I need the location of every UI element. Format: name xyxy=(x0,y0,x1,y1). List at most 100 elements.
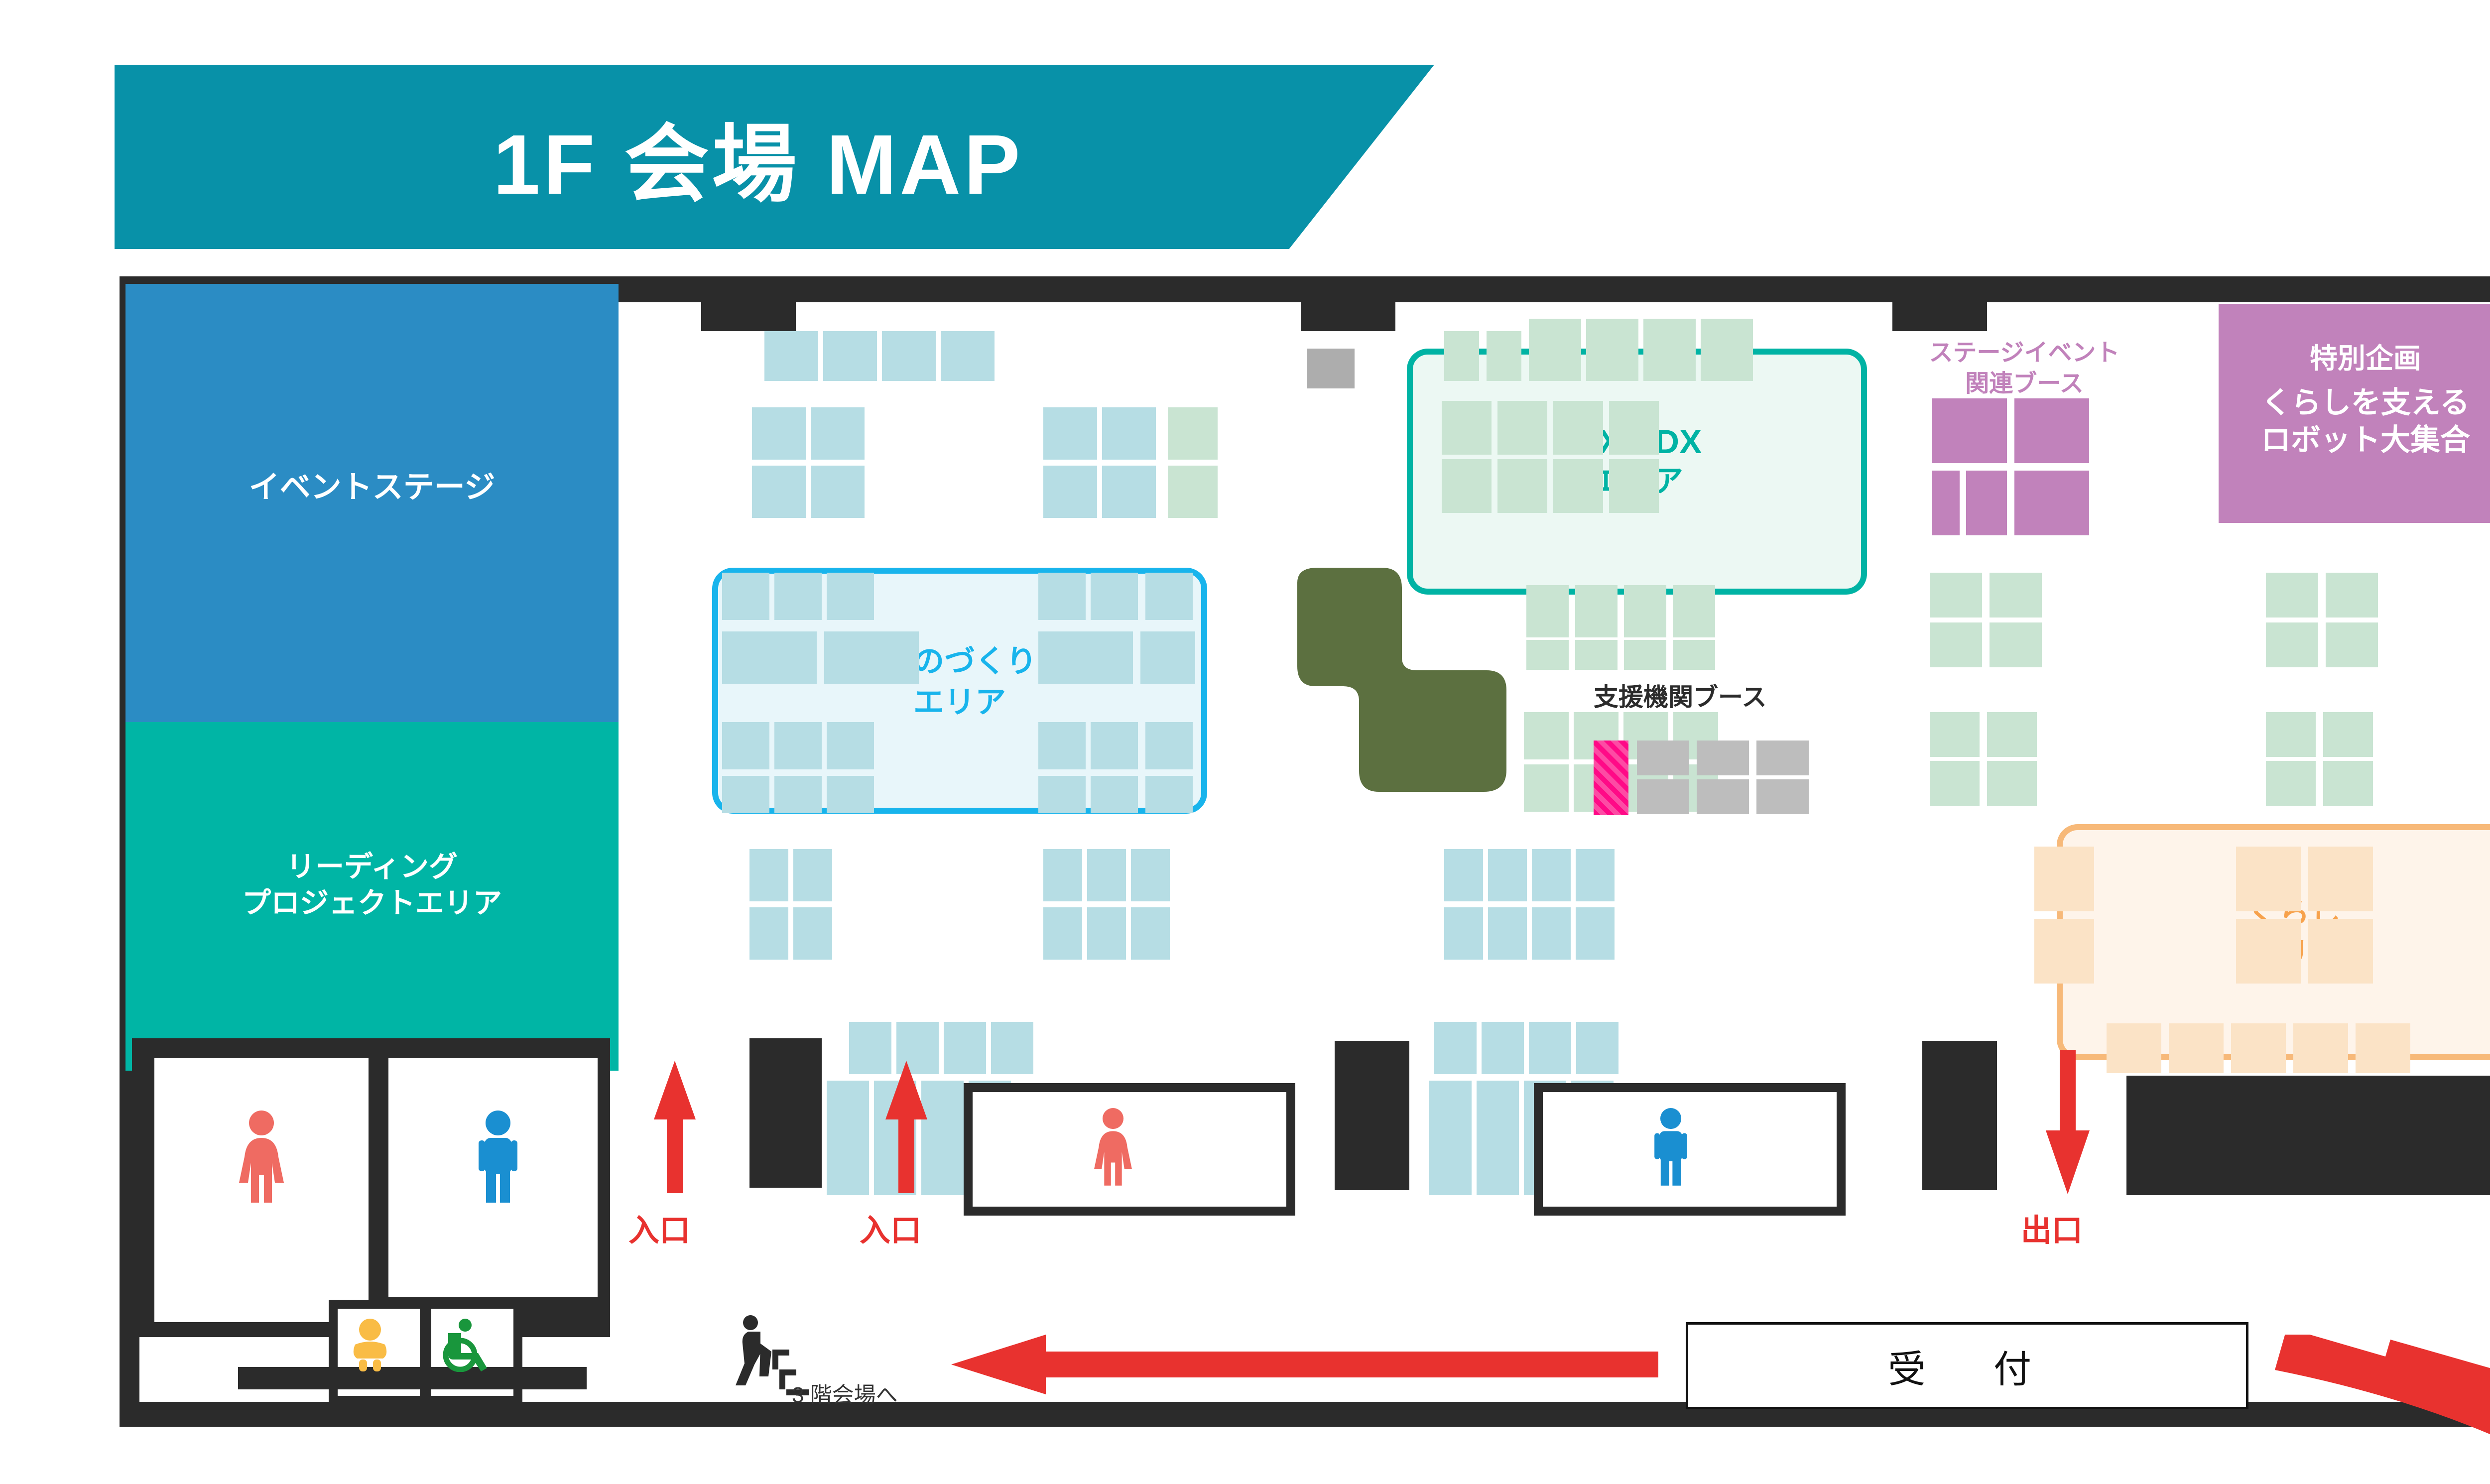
booth-cell[interactable] xyxy=(944,1022,986,1074)
booth-cell[interactable] xyxy=(811,466,865,518)
booth-cell[interactable] xyxy=(2266,622,2318,667)
booth-cell[interactable] xyxy=(2326,573,2378,618)
booth-cell[interactable] xyxy=(1990,622,2042,667)
booth-cell[interactable] xyxy=(2323,761,2373,806)
booth-cell[interactable] xyxy=(1932,398,2007,463)
booth-cell[interactable] xyxy=(1145,776,1193,813)
booth-cell[interactable] xyxy=(1091,573,1138,620)
booth-cell[interactable] xyxy=(774,776,822,813)
booth-cell[interactable] xyxy=(896,1022,939,1074)
booth-cell[interactable] xyxy=(921,1081,964,1195)
booth-cell[interactable] xyxy=(849,1022,891,1074)
booth-cell[interactable] xyxy=(991,1022,1033,1074)
booth-cell[interactable] xyxy=(749,849,788,901)
booth-cell[interactable] xyxy=(1087,907,1126,960)
booth-cell[interactable] xyxy=(2231,1023,2286,1073)
booth-cell[interactable] xyxy=(1990,573,2042,618)
booth-cell[interactable] xyxy=(722,631,817,684)
booth-cell[interactable] xyxy=(1038,776,1086,813)
area-robot-special[interactable]: 特別企画 くらしを支える ロボット大集合 xyxy=(2219,304,2490,523)
booth-gray-special[interactable] xyxy=(1307,349,1355,388)
booth-cell[interactable] xyxy=(1429,1081,1472,1195)
booth-cell[interactable] xyxy=(2266,712,2316,757)
booth-cell[interactable] xyxy=(1524,764,1569,812)
booth-cell[interactable] xyxy=(722,776,769,813)
booth-cell[interactable] xyxy=(2236,847,2301,911)
booth-cell[interactable] xyxy=(827,573,874,620)
booth-cell[interactable] xyxy=(2266,573,2318,618)
booth-cell[interactable] xyxy=(1524,712,1569,759)
reception-desk[interactable]: 受 付 xyxy=(1686,1322,2248,1409)
booth-cell[interactable] xyxy=(1701,319,1753,381)
booth-cell[interactable] xyxy=(1043,907,1082,960)
booth-cell[interactable] xyxy=(1526,585,1569,637)
booth-cell[interactable] xyxy=(1532,907,1571,960)
booth-cell[interactable] xyxy=(1529,1022,1571,1074)
booth-cell[interactable] xyxy=(1987,712,2037,757)
booth-cell[interactable] xyxy=(1576,907,1615,960)
booth-cell[interactable] xyxy=(1930,622,1982,667)
booth-cell[interactable] xyxy=(1532,849,1571,901)
booth-cell[interactable] xyxy=(1575,640,1618,670)
booth-cell[interactable] xyxy=(1444,849,1483,901)
booth-cell[interactable] xyxy=(2293,1023,2348,1073)
booth-cell[interactable] xyxy=(2323,712,2373,757)
booth-cell[interactable] xyxy=(1609,401,1659,455)
booth-cell-reserved[interactable] xyxy=(1594,741,1628,815)
booth-cell[interactable] xyxy=(1168,466,1218,518)
booth-cell[interactable] xyxy=(722,722,769,769)
booth-cell[interactable] xyxy=(764,331,818,381)
booth-cell[interactable] xyxy=(793,849,832,901)
booth-cell[interactable] xyxy=(1442,401,1492,455)
booth-cell[interactable] xyxy=(823,331,877,381)
booth-cell[interactable] xyxy=(1444,907,1483,960)
booth-cell[interactable] xyxy=(1576,849,1615,901)
booth-cell[interactable] xyxy=(1091,776,1138,813)
booth-cell[interactable] xyxy=(1043,466,1097,518)
booth-cell[interactable] xyxy=(1168,407,1218,460)
booth-cell[interactable] xyxy=(1442,459,1492,513)
booth-cell[interactable] xyxy=(1643,319,1696,381)
booth-cell[interactable] xyxy=(1756,741,1809,775)
booth-cell[interactable] xyxy=(793,907,832,960)
area-leading-project[interactable]: リーディング プロジェクトエリア xyxy=(125,722,619,1071)
booth-cell[interactable] xyxy=(1987,761,2037,806)
booth-cell[interactable] xyxy=(774,722,822,769)
booth-cell[interactable] xyxy=(1131,907,1170,960)
booth-cell[interactable] xyxy=(827,1081,869,1195)
booth-cell[interactable] xyxy=(1444,331,1479,381)
booth-cell[interactable] xyxy=(1697,779,1749,814)
booth-cell[interactable] xyxy=(749,907,788,960)
booth-cell[interactable] xyxy=(1497,401,1547,455)
booth-cell[interactable] xyxy=(1624,640,1666,670)
booth-cell[interactable] xyxy=(882,331,936,381)
booth-cell[interactable] xyxy=(1038,722,1086,769)
booth-cell[interactable] xyxy=(1102,466,1156,518)
booth-cell[interactable] xyxy=(722,573,769,620)
booth-cell[interactable] xyxy=(1756,779,1809,814)
booth-cell[interactable] xyxy=(1930,712,1980,757)
booth-cell[interactable] xyxy=(1609,459,1659,513)
booth-cell[interactable] xyxy=(1038,631,1133,684)
booth-cell[interactable] xyxy=(2308,919,2373,984)
booth-cell[interactable] xyxy=(1575,585,1618,637)
booth-cell[interactable] xyxy=(1482,1022,1524,1074)
booth-cell[interactable] xyxy=(1529,319,1581,381)
booth-cell[interactable] xyxy=(1576,1022,1618,1074)
booth-cell[interactable] xyxy=(774,573,822,620)
booth-cell[interactable] xyxy=(1673,585,1715,637)
booth-cell[interactable] xyxy=(1477,1081,1519,1195)
booth-cell[interactable] xyxy=(2014,398,2089,463)
booth-cell[interactable] xyxy=(1131,849,1170,901)
booth-cell[interactable] xyxy=(1526,640,1569,670)
booth-cell[interactable] xyxy=(1966,471,2007,535)
booth-cell[interactable] xyxy=(2356,1023,2410,1073)
booth-cell[interactable] xyxy=(1553,459,1603,513)
booth-cell[interactable] xyxy=(1043,407,1097,460)
booth-cell[interactable] xyxy=(1102,407,1156,460)
booth-cell[interactable] xyxy=(1488,907,1527,960)
booth-cell[interactable] xyxy=(2014,471,2089,535)
booth-cell[interactable] xyxy=(1145,573,1193,620)
booth-cell[interactable] xyxy=(1637,779,1689,814)
area-event-stage[interactable]: イベントステージ xyxy=(125,284,619,722)
